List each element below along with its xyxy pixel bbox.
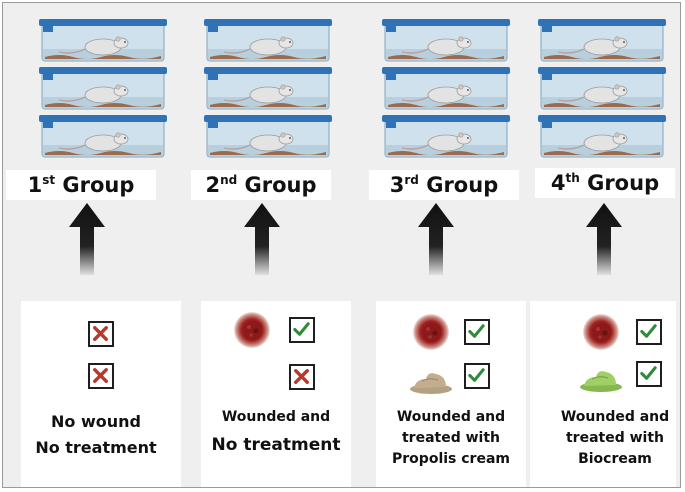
caption-line: Propolis cream bbox=[392, 451, 510, 467]
group-label: 2nd Group bbox=[191, 170, 331, 200]
rat-cage-icon bbox=[538, 19, 666, 63]
condition-panel: Wounded and treated with Propolis cream bbox=[376, 301, 526, 487]
caption-line: Wounded and bbox=[560, 409, 670, 425]
group-column-2: 2nd Group Wounded and No treatment bbox=[191, 3, 351, 487]
group-caption: Wounded and No treatment bbox=[201, 405, 351, 461]
group-label: 3rd Group bbox=[369, 170, 519, 200]
group-caption: Wounded and treated with Propolis cream bbox=[376, 407, 526, 470]
caption-line: No wound bbox=[51, 412, 141, 431]
check-box-icon bbox=[289, 317, 315, 343]
condition-panel: Wounded and No treatment bbox=[201, 301, 351, 487]
rat-cage-icon bbox=[382, 19, 510, 63]
group-label: 4th Group bbox=[535, 168, 675, 198]
caption-line: No treatment bbox=[211, 435, 341, 455]
propolis-cream-icon bbox=[408, 365, 454, 395]
check-box-icon bbox=[636, 361, 662, 387]
caption-line: No treatment bbox=[35, 438, 157, 457]
check-box-icon bbox=[464, 319, 490, 345]
rat-cage-icon bbox=[204, 115, 332, 159]
cross-box-icon bbox=[289, 364, 315, 390]
arrow-up-icon bbox=[586, 203, 622, 275]
wound-icon bbox=[233, 311, 271, 349]
rat-cage-icon bbox=[204, 19, 332, 63]
group-caption: No wound No treatment bbox=[21, 409, 171, 461]
rat-cage-icon bbox=[204, 67, 332, 111]
group-label: 1st Group bbox=[6, 170, 156, 200]
caption-line: Wounded and bbox=[396, 409, 506, 425]
group-column-4: 4th Group Wounded and treated with Biocr… bbox=[530, 3, 680, 487]
check-box-icon bbox=[464, 363, 490, 389]
wound-icon bbox=[582, 313, 620, 351]
caption-line: treated with bbox=[401, 430, 500, 446]
rat-cage-icon bbox=[382, 67, 510, 111]
rat-cage-icon bbox=[382, 115, 510, 159]
group-caption: Wounded and treated with Biocream bbox=[540, 407, 680, 470]
caption-line: Biocream bbox=[578, 451, 652, 467]
arrow-up-icon bbox=[418, 203, 454, 275]
rat-cage-icon bbox=[39, 19, 167, 63]
group-column-1: 1st Group No wound No treatment bbox=[6, 3, 181, 487]
caption-line: treated with bbox=[565, 430, 664, 446]
condition-panel: Wounded and treated with Biocream bbox=[530, 301, 676, 487]
rat-cage-icon bbox=[39, 115, 167, 159]
biocream-icon bbox=[578, 363, 624, 393]
condition-panel: No wound No treatment bbox=[21, 301, 181, 487]
rat-cage-icon bbox=[39, 67, 167, 111]
caption-line: Wounded and bbox=[221, 409, 331, 425]
cross-box-icon bbox=[88, 363, 114, 389]
rat-cage-icon bbox=[538, 67, 666, 111]
cross-box-icon bbox=[88, 321, 114, 347]
arrow-up-icon bbox=[244, 203, 280, 275]
check-box-icon bbox=[636, 319, 662, 345]
wound-icon bbox=[412, 313, 450, 351]
diagram-frame: 1st Group No wound No treatment 2nd Grou… bbox=[2, 2, 681, 488]
rat-cage-icon bbox=[538, 115, 666, 159]
group-column-3: 3rd Group Wounded and treated with Propo… bbox=[369, 3, 526, 487]
arrow-up-icon bbox=[69, 203, 105, 275]
